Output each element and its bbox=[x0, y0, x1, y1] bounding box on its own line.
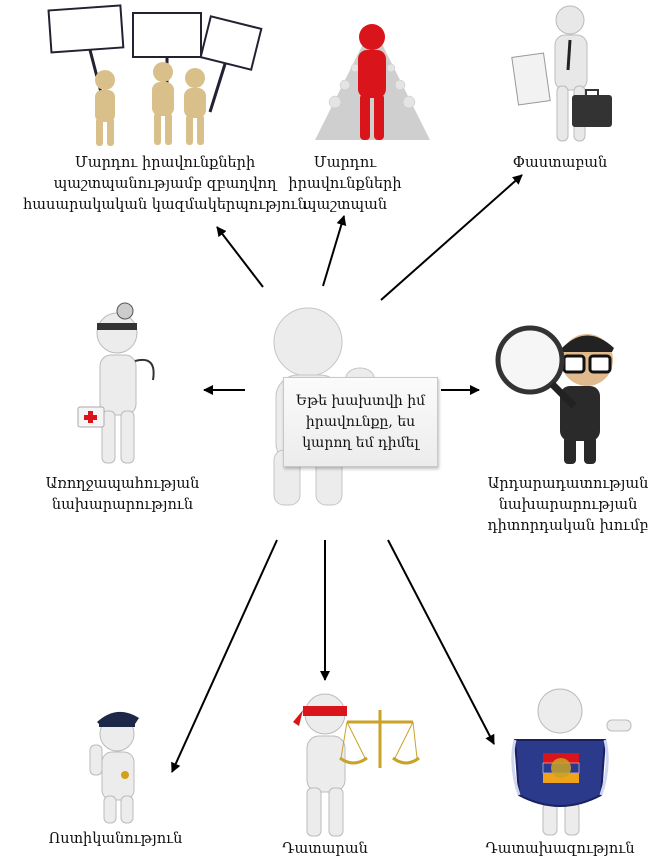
label-lawyer: Փաստաբան bbox=[512, 155, 608, 171]
label-health: Առողջապահության նախարարություն bbox=[45, 476, 200, 513]
arrow-to-lawyer bbox=[380, 174, 523, 301]
lawyer-briefcase-icon bbox=[510, 0, 620, 150]
arrow-to-ombudsman bbox=[322, 215, 347, 287]
red-leader-figure-icon bbox=[305, 10, 440, 150]
label-prosecutor: Դատախազություն bbox=[485, 841, 635, 857]
label-police: Ոստիկանություն bbox=[48, 831, 183, 847]
center-sign: Եթե խախտվի իմ իրավունքը, ես կարող եմ դիմ… bbox=[283, 377, 438, 467]
justice-scales-figure-icon bbox=[285, 680, 425, 840]
prosecutor-emblem-figure-icon bbox=[495, 685, 635, 837]
arrow-to-prosecutor bbox=[387, 539, 495, 745]
magnifier-detective-icon bbox=[492, 318, 632, 468]
doctor-figure-icon bbox=[75, 295, 170, 470]
arrow-to-ngo bbox=[216, 226, 264, 288]
arrow-to-police bbox=[171, 539, 278, 773]
label-court: Դատարան bbox=[282, 841, 368, 857]
police-figure-icon bbox=[85, 700, 155, 825]
label-ngo: Մարդու իրավունքների պաշտպանությամբ զբաղվ… bbox=[23, 155, 307, 213]
label-ombudsman: Մարդու իրավունքների պաշտպան bbox=[288, 155, 402, 213]
label-justice: Արդարադատության նախարարության դիտորդական… bbox=[487, 476, 649, 534]
protest-figures-icon bbox=[45, 0, 265, 150]
